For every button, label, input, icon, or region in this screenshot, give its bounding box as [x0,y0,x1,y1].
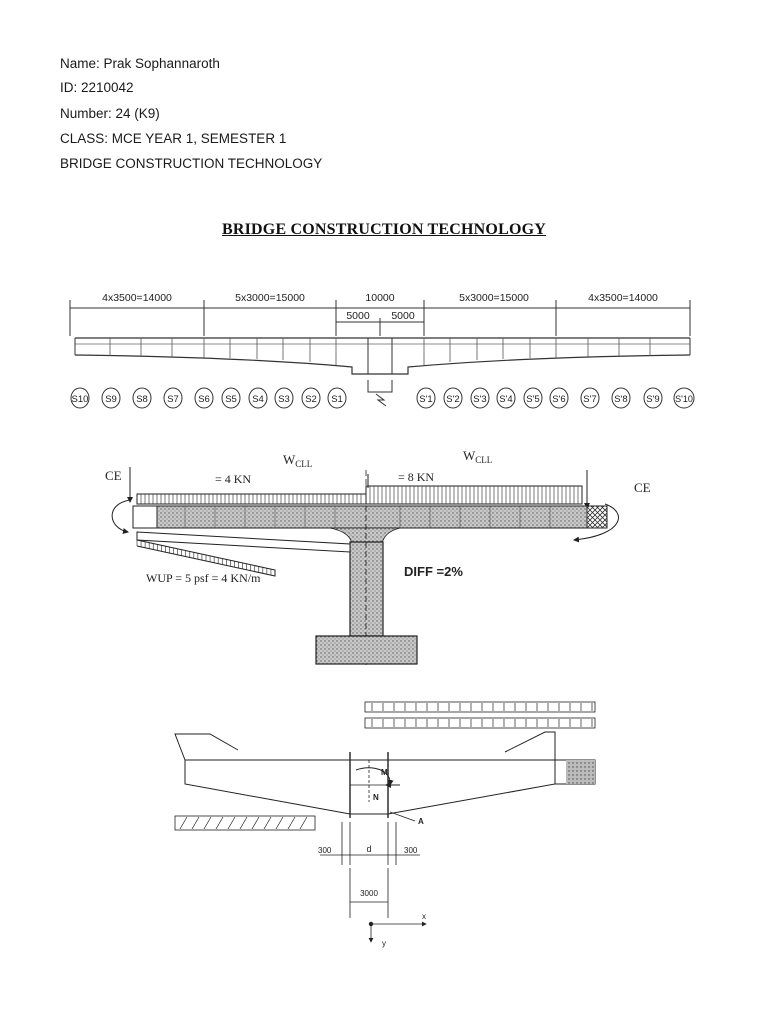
cantilever-loads-figure: CE CE WCLL WCLL = 4 KN = 8 KN [105,448,651,665]
wup-label: WUP = 5 psf = 4 KN/m [146,571,261,585]
segment-s-prime-3: S'3 [470,387,490,409]
class-info: CLASS: MCE YEAR 1, SEMESTER 1 [60,131,287,146]
student-number: Number: 24 (K9) [60,106,160,121]
svg-text:S2: S2 [305,394,317,405]
ce-label-left: CE [105,468,122,483]
segment-s-prime-9: S'9 [643,387,663,409]
student-id: ID: 2210042 [60,80,134,95]
half-span-right: 5000 [391,310,415,322]
segment-s-prime-7: S'7 [580,387,600,409]
segment-s3: S3 [274,387,294,409]
uplift-load-diagram [136,531,351,577]
dimension-left: 300 [318,846,332,855]
half-span-left: 5000 [346,310,370,322]
load-left-label: = 4 KN [215,472,251,486]
dimension-right: 300 [404,846,418,855]
subject-line: BRIDGE CONSTRUCTION TECHNOLOGY [60,156,323,171]
span-label-5: 4x3500=14000 [588,292,658,304]
segment-s-prime-2: S'2 [443,387,463,409]
segment-s-prime-4: S'4 [496,387,516,409]
svg-text:S'2: S'2 [446,394,459,405]
student-name: Name: Prak Sophannaroth [60,56,220,71]
segment-s-prime-8: S'8 [611,387,631,409]
segment-s-prime-1: S'1 [416,387,436,409]
svg-text:S'9: S'9 [646,394,659,405]
dimension-d: d [366,844,371,854]
span-label-2: 5x3000=15000 [235,292,305,304]
dimension-width: 3000 [360,889,378,898]
svg-text:S10: S10 [72,394,89,405]
svg-text:S'6: S'6 [552,394,565,405]
segment-s2: S2 [301,387,321,409]
span-label-3: 10000 [365,292,394,304]
svg-text:S'4: S'4 [499,394,512,405]
svg-text:S1: S1 [331,394,343,405]
svg-text:S4: S4 [252,394,264,405]
segment-s6: S6 [194,387,214,409]
span-label-1: 4x3500=14000 [102,292,172,304]
svg-text:S'1: S'1 [419,394,432,405]
section-forces-figure: M N A 300 d 300 3000 x y [174,701,596,948]
svg-text:S3: S3 [278,394,290,405]
normal-force-label: N [373,793,379,802]
svg-text:S7: S7 [167,394,179,405]
load-right-label: = 8 KN [398,470,434,484]
svg-text:S9: S9 [105,394,117,405]
moment-label: M [381,768,388,777]
segment-s-prime-6: S'6 [549,387,569,409]
svg-text:S'7: S'7 [583,394,596,405]
svg-text:S'8: S'8 [614,394,627,405]
segment-s5: S5 [221,387,241,409]
segment-s10: S10 [70,387,90,409]
point-a-label: A [418,817,424,826]
segment-s4: S4 [248,387,268,409]
span-label-4: 5x3000=15000 [459,292,529,304]
segment-s-prime-10: S'10 [673,387,695,409]
x-axis-label: x [422,912,426,921]
segment-s7: S7 [163,387,183,409]
segment-labels: S10 S9 S8 S7 S6 S5 S4 S3 S2 S1 S'1 S'2 S… [70,387,695,409]
svg-text:S'5: S'5 [526,394,539,405]
diff-label: DIFF =2% [404,564,463,579]
segment-s8: S8 [132,387,152,409]
page-title: BRIDGE CONSTRUCTION TECHNOLOGY [222,221,546,238]
segment-s-prime-5: S'5 [523,387,543,409]
svg-text:S8: S8 [136,394,148,405]
bridge-elevation-figure: 4x3500=14000 5x3000=15000 10000 5x3000=1… [69,292,695,409]
svg-text:S'10: S'10 [675,394,693,404]
svg-text:S'3: S'3 [473,394,486,405]
segment-s9: S9 [101,387,121,409]
svg-text:S6: S6 [198,394,210,405]
svg-text:S5: S5 [225,394,237,405]
ce-label-right: CE [634,480,651,495]
wcll-label-right: WCLL [463,448,492,465]
wcll-label-left: WCLL [283,452,312,469]
y-axis-label: y [382,939,386,948]
segment-s1: S1 [327,387,347,409]
